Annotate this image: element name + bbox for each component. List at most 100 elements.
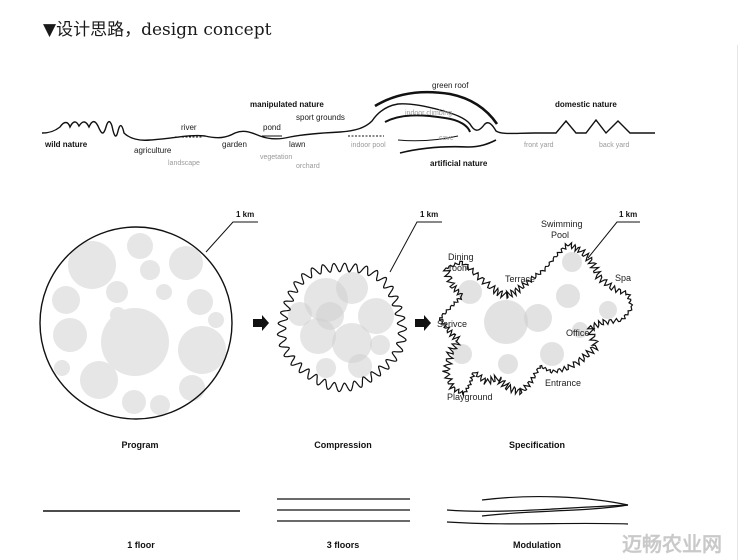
program-bubble: [52, 286, 80, 314]
program-bubble: [179, 375, 205, 401]
label-wild-nature: wild nature: [44, 140, 88, 149]
watermark: 迈畅农业网: [622, 532, 722, 556]
label-room: room: [449, 263, 470, 273]
label-sport-grounds: sport grounds: [296, 113, 345, 122]
specification-scale-leader: [587, 221, 640, 259]
label-entrance: Entrance: [545, 378, 581, 388]
compression-bubble: [316, 358, 336, 378]
label-swimming: Swimming: [541, 219, 583, 229]
compression-bubble: [332, 323, 372, 363]
program-bubble: [169, 246, 203, 280]
compression-diagram: 1 km Compression: [276, 210, 442, 450]
modulation-line-1: [481, 495, 629, 506]
caption-three-floors: 3 floors: [327, 540, 360, 550]
indoor-climbing-line: [384, 114, 471, 133]
label-orchard: orchard: [296, 163, 320, 170]
program-bubble: [68, 241, 116, 289]
spec-bubble: [458, 280, 482, 304]
spec-bubble: [599, 301, 617, 319]
caption-compression: Compression: [314, 440, 372, 450]
program-bubble: [187, 289, 213, 315]
profile-line: [41, 103, 655, 141]
caption-specification: Specification: [509, 440, 565, 450]
compression-bubble: [358, 298, 394, 334]
compression-bubble: [288, 302, 312, 326]
spec-bubble: [498, 354, 518, 374]
caption-program: Program: [121, 440, 158, 450]
program-bubble: [178, 326, 226, 374]
caption-one-floor: 1 floor: [127, 540, 155, 550]
label-agriculture: agriculture: [134, 146, 172, 155]
spec-bubble: [540, 342, 564, 366]
label-landscape: landscape: [168, 160, 200, 167]
compression-scale-leader: [389, 221, 442, 273]
artificial-nature-line-2: [397, 135, 459, 142]
modulation-line-4: [446, 521, 629, 525]
specification-diagram: 1 km Dining room Terrace Swimming Pool S…: [437, 210, 640, 450]
program-bubble: [150, 395, 170, 415]
spec-bubble: [556, 284, 580, 308]
label-playground: Playground: [447, 392, 493, 402]
program-bubble: [80, 361, 118, 399]
label-lawn: lawn: [289, 140, 305, 149]
spec-bubble: [572, 322, 588, 338]
label-indoor-climbing: indoor climbing: [405, 110, 452, 117]
spec-bubble: [484, 300, 528, 344]
landscape-profile: wild nature agriculture landscape river …: [41, 81, 655, 170]
modulation-line-3: [481, 504, 629, 517]
compression-bubble: [348, 354, 372, 378]
compression-bubble: [336, 272, 368, 304]
program-bubble: [122, 390, 146, 414]
label-garden: garden: [222, 140, 247, 149]
specification-scale-label: 1 km: [619, 210, 637, 219]
label-pond: pond: [263, 123, 281, 132]
section-heading: ▼设计思路，design concept: [43, 20, 272, 40]
program-scale-leader: [205, 221, 258, 253]
compression-bubble: [370, 335, 390, 355]
label-terrace: Terrace: [505, 274, 535, 284]
artificial-nature-line: [399, 139, 497, 154]
program-scale-label: 1 km: [236, 210, 254, 219]
compression-bubbles: [288, 272, 394, 378]
compression-bubble: [316, 302, 344, 330]
page-edge-rule: [737, 45, 738, 560]
program-bubble: [208, 312, 224, 328]
modulation-line-2: [446, 504, 629, 512]
program-diagram: 1 km Program: [39, 210, 258, 450]
floors-diagram: 1 floor 3 floors Modulation: [43, 495, 629, 550]
label-manipulated-nature: manipulated nature: [250, 100, 324, 109]
label-serivce: Serivce: [437, 319, 467, 329]
label-cave: cave: [439, 135, 454, 142]
compression-scale-label: 1 km: [420, 210, 438, 219]
program-bubble: [127, 233, 153, 259]
spec-bubble: [524, 304, 552, 332]
green-roof-line: [374, 90, 499, 125]
label-dining: Dining: [448, 252, 474, 262]
program-bubble: [53, 318, 87, 352]
label-spa: Spa: [615, 273, 631, 283]
label-river: river: [181, 123, 197, 132]
specification-outline: [438, 241, 634, 398]
program-bubbles: [52, 233, 226, 415]
label-front-yard: front yard: [524, 142, 554, 149]
program-bubble: [140, 260, 160, 280]
specification-bubbles: [452, 252, 617, 374]
label-pool: Pool: [551, 230, 569, 240]
program-bubble: [156, 284, 172, 300]
label-back-yard: back yard: [599, 142, 629, 149]
arrow-icon-compression-to-specification: [415, 315, 431, 331]
spec-bubble: [562, 252, 582, 272]
label-artificial-nature: artificial nature: [430, 159, 488, 168]
program-bubble: [54, 360, 70, 376]
program-outline: [39, 226, 233, 420]
compression-outline: [276, 262, 408, 393]
program-bubble: [101, 308, 169, 376]
label-office: Office: [566, 328, 589, 338]
label-domestic-nature: domestic nature: [555, 100, 617, 109]
program-bubble: [106, 281, 128, 303]
caption-modulation: Modulation: [513, 540, 561, 550]
label-vegetation: vegetation: [260, 154, 292, 161]
label-indoor-pool: indoor pool: [351, 142, 386, 149]
arrow-icon-program-to-compression: [253, 315, 269, 331]
